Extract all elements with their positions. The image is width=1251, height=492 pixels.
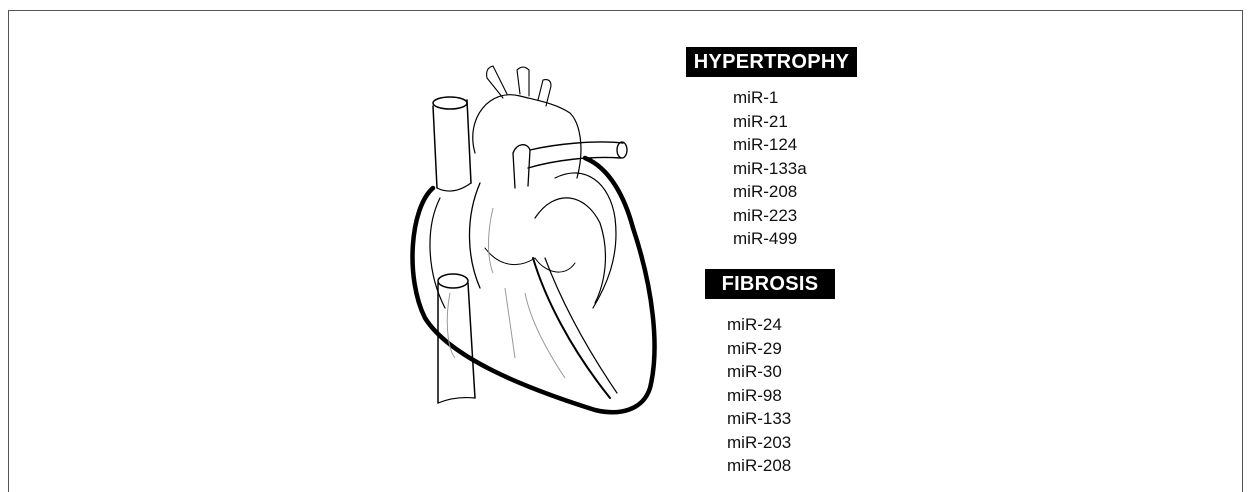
list-item: miR-208 bbox=[733, 180, 807, 204]
list-item: miR-98 bbox=[727, 384, 791, 408]
list-item: miR-124 bbox=[733, 133, 807, 157]
list-item: miR-208 bbox=[727, 454, 791, 478]
list-item: miR-21 bbox=[733, 110, 807, 134]
list-item: miR-24 bbox=[727, 313, 791, 337]
list-item: miR-133 bbox=[727, 407, 791, 431]
list-item: miR-499 bbox=[733, 227, 807, 251]
fibrosis-heading: FIBROSIS bbox=[705, 269, 835, 299]
list-item: miR-203 bbox=[727, 431, 791, 455]
list-item: miR-223 bbox=[733, 204, 807, 228]
list-item: miR-1 bbox=[733, 86, 807, 110]
list-item: miR-133a bbox=[733, 157, 807, 181]
list-item: miR-29 bbox=[727, 337, 791, 361]
hypertrophy-heading: HYPERTROPHY bbox=[686, 47, 857, 77]
list-item: miR-30 bbox=[727, 360, 791, 384]
heart-icon bbox=[405, 58, 675, 423]
hypertrophy-list: miR-1 miR-21 miR-124 miR-133a miR-208 mi… bbox=[733, 86, 807, 251]
fibrosis-list: miR-24 miR-29 miR-30 miR-98 miR-133 miR-… bbox=[727, 313, 791, 478]
